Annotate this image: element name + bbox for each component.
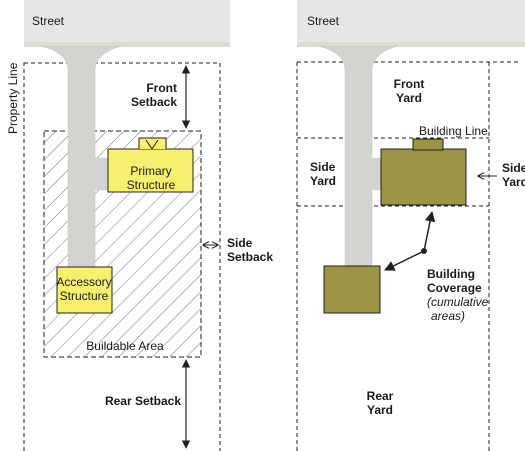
front-setback-label-2: Setback <box>131 95 177 109</box>
primary-entry <box>138 137 167 149</box>
property-line-label: Property Line <box>6 62 20 134</box>
front-setback-label-1: Front <box>146 81 177 95</box>
side-yard-left-label-1: Side <box>310 160 336 174</box>
primary-label-1: Primary <box>130 164 171 178</box>
buildable-area-label: Buildable Area <box>86 339 164 353</box>
cumulative-areas-label-1: (cumulative <box>427 295 489 309</box>
front-yard-label-2: Yard <box>396 91 422 105</box>
street-curb <box>24 42 230 47</box>
accessory-label-2: Structure <box>60 289 109 303</box>
coverage-pointer-left <box>384 250 425 271</box>
primary-coverage <box>380 148 467 206</box>
street-label: Street <box>32 14 65 28</box>
primary-entry-mark <box>145 139 159 150</box>
side-yard-right-label-2: Yard <box>502 175 525 189</box>
front-yard-label-1: Front <box>394 77 425 91</box>
street-curb-right <box>297 42 525 47</box>
accessory-coverage <box>323 265 381 314</box>
side-yard-right-label-1: Side <box>502 161 525 175</box>
side-setback-label-1: Side <box>227 236 253 250</box>
accessory-label-1: Accessory <box>56 275 111 289</box>
rear-yard-label-2: Yard <box>367 403 393 417</box>
cumulative-areas-label-2: areas) <box>431 309 465 323</box>
side-setback-label-2: Setback <box>227 250 273 264</box>
left-panel: Street Property Line Primary Structure A… <box>6 0 273 451</box>
street-band-right <box>297 0 525 42</box>
building-line-label: Building Line <box>419 124 488 138</box>
street-band <box>24 0 230 42</box>
property-line <box>23 62 221 451</box>
coverage-pointer-up <box>423 210 436 252</box>
right-panel: Street Front Yard Building Line Side Yar… <box>296 0 525 451</box>
rear-yard-label-1: Rear <box>367 389 394 403</box>
rear-setback-label: Rear Setback <box>105 394 181 408</box>
building-coverage-label-1: Building <box>427 267 475 281</box>
primary-coverage-entry <box>412 138 444 151</box>
building-coverage-label-2: Coverage <box>427 281 482 295</box>
street-label-right: Street <box>307 14 340 28</box>
side-yard-left-label-2: Yard <box>310 174 336 188</box>
primary-label-2: Structure <box>127 178 176 192</box>
accessory-structure <box>56 266 113 314</box>
